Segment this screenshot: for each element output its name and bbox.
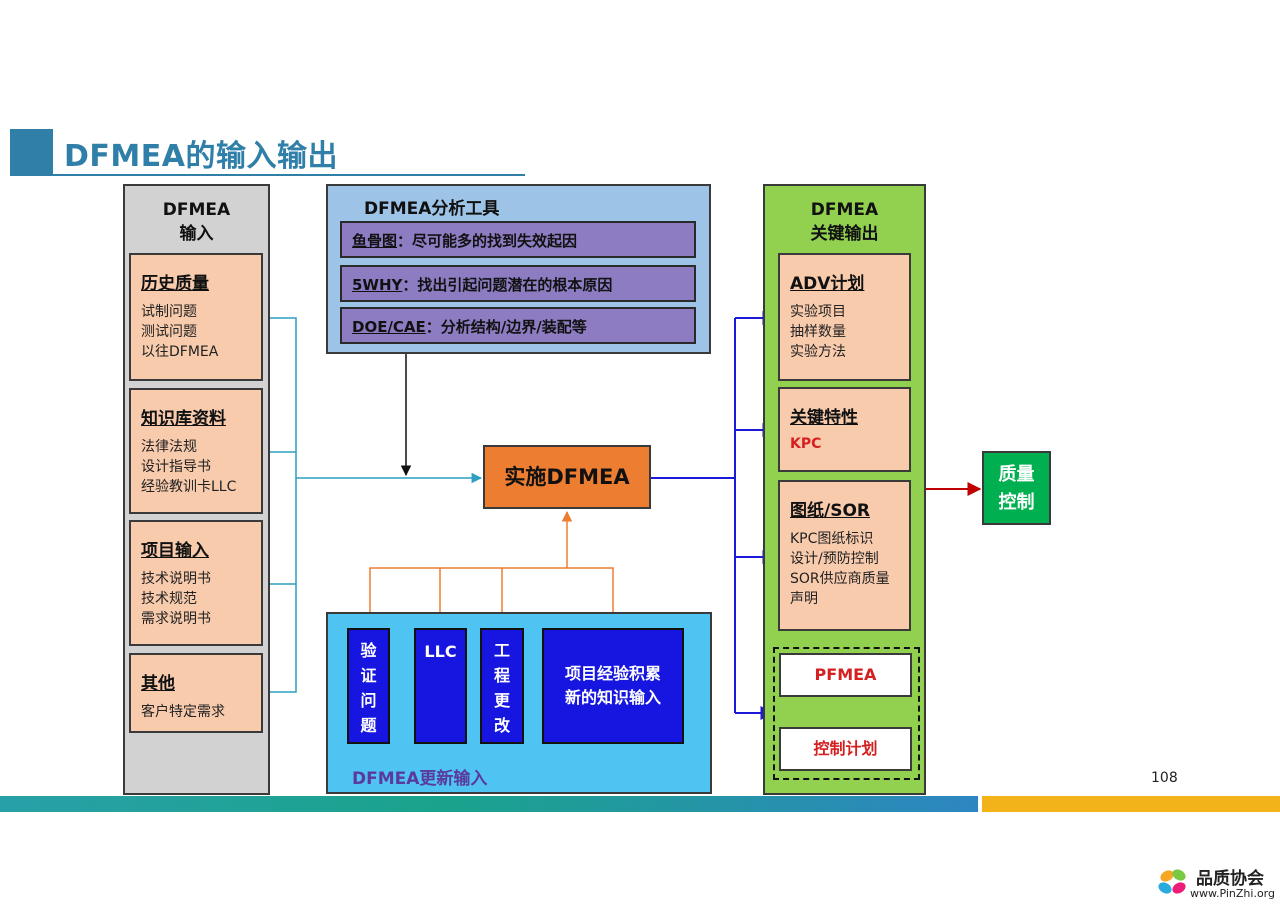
tool-row-doe-cae: DOE/CAE：分析结构/边界/装配等 bbox=[340, 307, 696, 344]
quality-control-box: 质量 控制 bbox=[982, 451, 1051, 525]
input-box-project-input: 项目输入 技术说明书 技术规范 需求说明书 bbox=[129, 520, 263, 646]
update-connectors bbox=[369, 510, 614, 628]
input-column-heading: DFMEA 输入 bbox=[162, 200, 231, 244]
update-box-project-experience: 项目经验积累 新的知识输入 bbox=[542, 628, 684, 744]
input-box-history-quality: 历史质量 试制问题 测试问题 以往DFMEA bbox=[129, 253, 263, 381]
tool-row-fishbone: 鱼骨图：尽可能多的找到失效起因 bbox=[340, 221, 696, 258]
slide-title: DFMEA的输入输出 bbox=[64, 139, 338, 174]
control-plan-box: 控制计划 bbox=[779, 727, 912, 771]
update-box-llc: LLC bbox=[414, 628, 467, 744]
logo-url: www.PinZhi.org bbox=[1190, 887, 1275, 900]
analysis-tools-heading: DFMEA分析工具 bbox=[364, 199, 500, 219]
update-box-engineering-change: 工 程 更 改 bbox=[480, 628, 524, 744]
output-box-key-characteristics: 关键特性 KPC bbox=[778, 387, 911, 472]
title-underline bbox=[10, 174, 525, 176]
output-column-heading: DFMEA 关键输出 bbox=[810, 200, 879, 244]
output-box-adv-plan: ADV计划 实验项目 抽样数量 实验方法 bbox=[778, 253, 911, 381]
analysis-tools-panel: DFMEA分析工具 鱼骨图：尽可能多的找到失效起因 5WHY：找出引起问题潜在的… bbox=[326, 184, 711, 354]
tool-row-5why: 5WHY：找出引起问题潜在的根本原因 bbox=[340, 265, 696, 302]
logo-name: 品质协会 bbox=[1196, 869, 1264, 889]
pfmea-box: PFMEA bbox=[779, 653, 912, 697]
implement-dfmea-box: 实施DFMEA bbox=[483, 445, 651, 509]
footer-bar-teal bbox=[0, 796, 978, 812]
downstream-outputs-group bbox=[773, 647, 920, 780]
input-box-other: 其他 客户特定需求 bbox=[129, 653, 263, 733]
update-box-verification-issues: 验 证 问 题 bbox=[347, 628, 390, 744]
title-marker bbox=[10, 129, 53, 174]
pinzhi-logo-icon bbox=[1158, 869, 1186, 894]
page-number: 108 bbox=[1151, 770, 1178, 786]
output-box-drawing-sor: 图纸/SOR KPC图纸标识 设计/预防控制 SOR供应商质量 声明 bbox=[778, 480, 911, 631]
input-box-knowledge-base: 知识库资料 法律法规 设计指导书 经验教训卡LLC bbox=[129, 388, 263, 514]
update-input-footer: DFMEA更新输入 bbox=[352, 769, 488, 789]
footer-bar-yellow bbox=[982, 796, 1280, 812]
